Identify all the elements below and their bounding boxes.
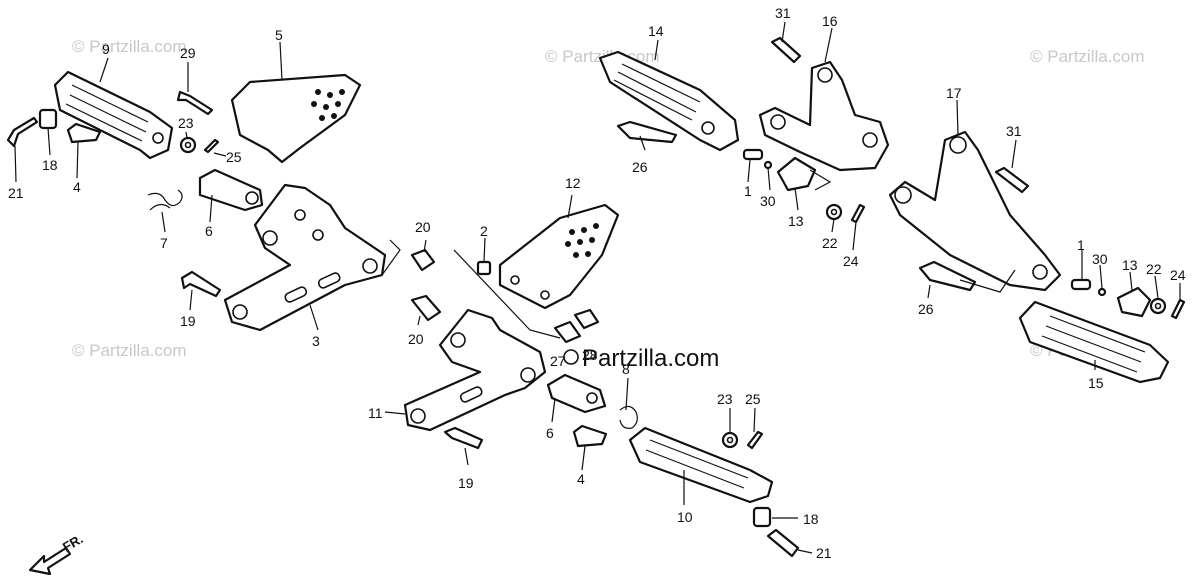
callout-2: 2 — [480, 223, 488, 239]
callout-25-center: 25 — [745, 391, 761, 407]
watermark-mid-left: © Partzilla.com — [72, 341, 187, 360]
callout-3: 3 — [312, 333, 320, 349]
callout-12: 12 — [565, 175, 581, 191]
heel-guard-12 — [498, 203, 620, 310]
bolt-20-upper — [410, 248, 436, 272]
bolt-19-center — [443, 426, 484, 450]
callout-7: 7 — [160, 235, 168, 251]
bolt-31-upper — [770, 36, 802, 64]
callout-24-upper: 24 — [843, 253, 859, 269]
pin-4-center — [572, 424, 608, 448]
callout-24-right: 24 — [1170, 267, 1186, 283]
bolt-26-upper — [616, 120, 678, 144]
bush-18-right — [752, 506, 772, 528]
callout-22-right: 22 — [1146, 261, 1162, 277]
bush-18-left — [38, 108, 58, 130]
callout-11: 11 — [368, 405, 383, 421]
spring-7 — [147, 189, 183, 211]
callout-5: 5 — [275, 27, 283, 43]
bracket-3-left — [223, 183, 387, 332]
callout-30-right: 30 — [1092, 251, 1108, 267]
plate-13-upper — [776, 156, 817, 192]
footpeg-passenger-15 — [1018, 300, 1170, 384]
callout-27: 27 — [550, 353, 566, 369]
callout-26-right: 26 — [918, 301, 934, 317]
bolt-29 — [176, 90, 214, 116]
callout-23-left: 23 — [178, 115, 194, 131]
callout-21-left: 21 — [8, 185, 24, 201]
callout-22-upper: 22 — [822, 235, 838, 251]
pivot-6-left — [198, 168, 264, 212]
callout-14: 14 — [648, 23, 664, 39]
callout-4-left: 4 — [73, 179, 81, 195]
spring-8 — [619, 405, 638, 429]
callout-25-left: 25 — [226, 149, 242, 165]
bolt-31-right — [994, 166, 1030, 194]
callout-9: 9 — [102, 41, 110, 57]
washer-23-left — [179, 136, 197, 154]
spring-1-right — [1070, 278, 1092, 291]
cotter-pin-25-left — [203, 138, 220, 154]
watermark-top-right: © Partzilla.com — [1030, 47, 1145, 66]
footpeg-rider-left — [53, 70, 174, 160]
watermark-copyright-icon — [563, 349, 579, 365]
bolt-21-right — [766, 528, 800, 558]
pivot-6-center — [546, 373, 607, 414]
callout-19-center: 19 — [458, 475, 474, 491]
callout-6-left: 6 — [205, 223, 213, 239]
callout-23-center: 23 — [717, 391, 733, 407]
callout-29: 29 — [180, 45, 196, 61]
callout-4-center: 4 — [577, 471, 585, 487]
bolt-21-left — [6, 116, 39, 148]
bolt-19-left — [180, 270, 222, 298]
callout-18-left: 18 — [42, 157, 58, 173]
callout-21-right: 21 — [816, 545, 832, 561]
callout-15: 15 — [1088, 375, 1104, 391]
heel-guard-left — [230, 73, 362, 164]
bolt-27-28 — [553, 308, 600, 344]
watermark-center: Partzilla.com — [582, 345, 719, 372]
callout-20-lower: 20 — [408, 331, 424, 347]
cotter-pin-24-right — [1170, 298, 1186, 320]
callout-6-center: 6 — [546, 425, 554, 441]
callout-13-upper: 13 — [788, 213, 804, 229]
pin-4-left — [66, 122, 102, 144]
washer-23-center — [721, 431, 739, 449]
ball-30-upper — [763, 160, 773, 170]
cotter-pin-24-upper — [850, 203, 866, 224]
callout-1-upper: 1 — [744, 183, 752, 199]
cotter-pin-25-center — [746, 430, 764, 450]
callout-10: 10 — [677, 509, 693, 525]
callout-20-upper: 20 — [415, 219, 431, 235]
washer-22-right — [1149, 297, 1167, 315]
callout-26-upper: 26 — [632, 159, 648, 175]
callout-16: 16 — [822, 13, 838, 29]
callout-1-right: 1 — [1077, 237, 1085, 253]
callout-18-right: 18 — [803, 511, 819, 527]
watermark-top-left: © Partzilla.com — [72, 37, 187, 56]
bracket-17 — [888, 130, 1062, 292]
callout-8: 8 — [622, 361, 630, 377]
bracket-11 — [403, 308, 547, 432]
washer-22-upper — [825, 203, 843, 221]
callout-28: 28 — [582, 347, 598, 363]
footpeg-rider-right — [628, 426, 774, 504]
collar-2 — [476, 260, 492, 276]
bolt-20-lower — [410, 294, 442, 322]
callout-31-upper: 31 — [775, 5, 791, 21]
front-arrow-icon — [28, 546, 72, 576]
plate-13-right — [1116, 286, 1152, 318]
bolt-26-right — [918, 260, 977, 292]
callout-13-right: 13 — [1122, 257, 1138, 273]
callout-17: 17 — [946, 85, 962, 101]
footpeg-passenger-14 — [598, 50, 740, 152]
callout-31-right: 31 — [1006, 123, 1022, 139]
bracket-16 — [758, 60, 890, 172]
spring-1-upper — [742, 148, 764, 161]
ball-30-right — [1097, 287, 1107, 297]
callout-30-upper: 30 — [760, 193, 776, 209]
callout-19-left: 19 — [180, 313, 196, 329]
